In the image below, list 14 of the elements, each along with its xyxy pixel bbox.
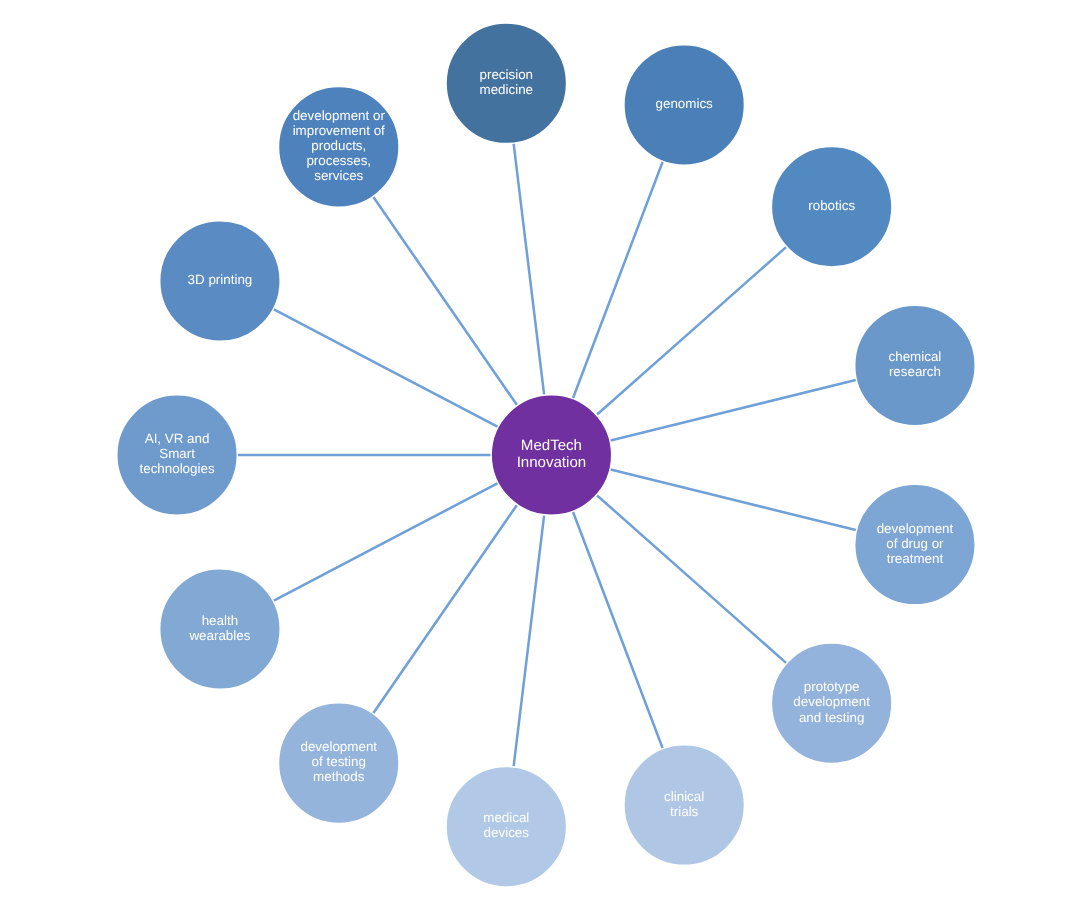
connector [512, 143, 546, 395]
connector [596, 246, 787, 416]
connector [372, 196, 518, 406]
connector [596, 494, 787, 664]
connector [273, 308, 498, 428]
connector [238, 453, 491, 457]
connector [571, 511, 664, 749]
connector [610, 378, 857, 442]
connector [512, 515, 546, 767]
connector [571, 161, 664, 399]
connector [273, 482, 498, 602]
node-circle: MedTech Innovation [490, 393, 613, 517]
connector [610, 468, 857, 532]
connector [372, 504, 518, 714]
